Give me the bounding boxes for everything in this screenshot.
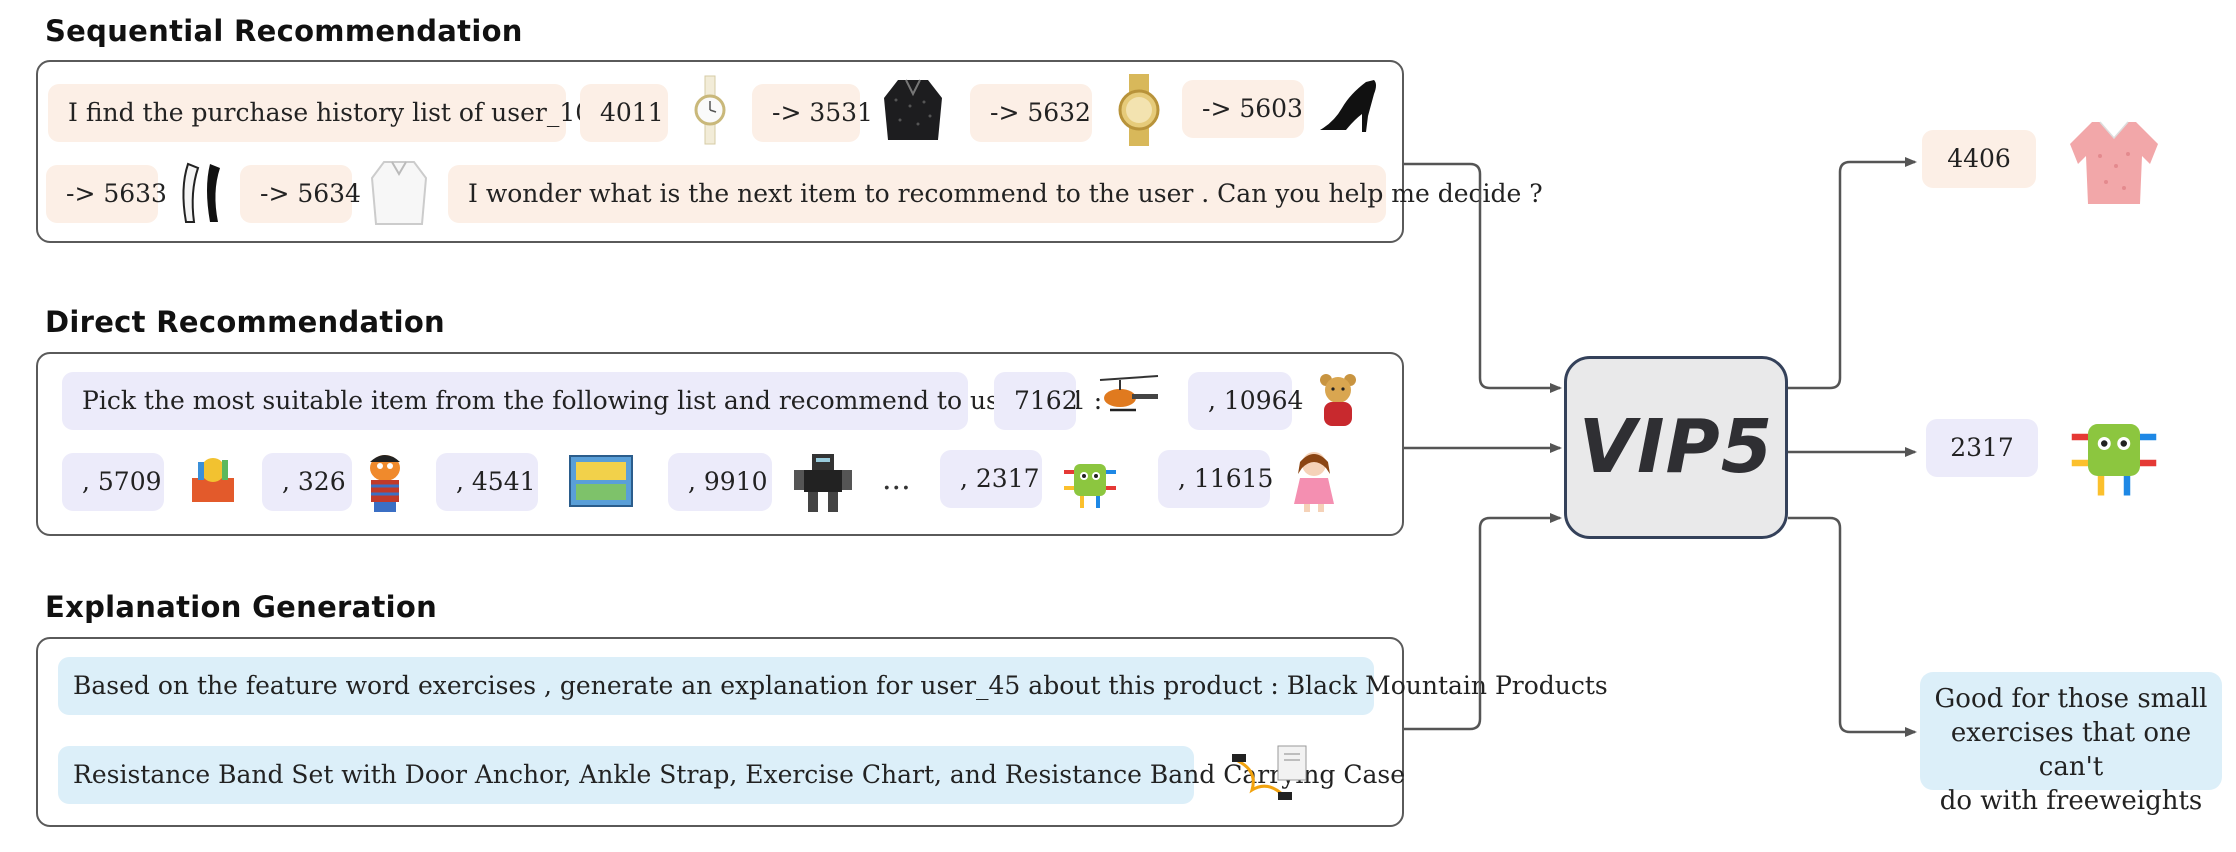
history-item-2: -> 3531 (752, 84, 873, 142)
direct-section-title: Direct Recommendation (45, 305, 445, 339)
candidate-ellipsis: ... (882, 462, 911, 497)
toy-playset-icon (192, 458, 234, 502)
robot-icon (794, 454, 852, 512)
arrow-model-to-explanation-output (1788, 516, 1917, 737)
candidate-item-3: , 5709 (62, 453, 164, 511)
sequential-output: 4406 (1922, 130, 2036, 188)
history-item-4: -> 5603 (1182, 80, 1304, 138)
scarf-icon (182, 162, 220, 223)
sequential-question: I wonder what is the next item to recomm… (448, 165, 1543, 223)
candidate-item-8: , 11615 (1158, 450, 1273, 508)
white-shirt-icon (370, 161, 428, 225)
explanation-output-line-2: exercises that one can't (1950, 718, 2192, 782)
arrow-sequential-to-model (1404, 162, 1562, 393)
arrow-model-to-sequential-output (1788, 157, 1917, 390)
candidate-item-2: , 10964 (1188, 372, 1303, 430)
black-blouse-icon (884, 79, 942, 140)
green-plush-toy-icon (2071, 424, 2157, 496)
candidate-item-6: , 9910 (668, 453, 772, 511)
direct-prompt: Pick the most suitable item from the fol… (62, 372, 1102, 430)
explanation-prompt-line-2: Resistance Band Set with Door Anchor, An… (58, 746, 1405, 804)
explanation-output: Good for those small exercises that one … (1920, 672, 2222, 816)
toy-box-icon (569, 455, 633, 507)
rag-doll-icon (1294, 452, 1334, 512)
candidate-item-1: 7162 (994, 372, 1078, 430)
explanation-section-title: Explanation Generation (45, 590, 438, 624)
candidate-item-7: , 2317 (940, 450, 1042, 508)
history-item-6: -> 5634 (240, 165, 361, 223)
teddy-bear-icon (1320, 374, 1356, 426)
pink-blouse-icon (2070, 121, 2158, 204)
gold-watch-icon (1118, 74, 1160, 146)
explanation-prompt-line-1: Based on the feature word exercises , ge… (58, 657, 1608, 715)
ernie-doll-icon (370, 455, 400, 512)
explanation-output-line-1: Good for those small (1934, 684, 2208, 714)
history-item-3: -> 5632 (970, 84, 1092, 142)
explanation-output-line-3: do with freeweights (1939, 786, 2203, 816)
black-heel-icon (1320, 80, 1376, 132)
arrow-explanation-to-model (1404, 513, 1562, 731)
watch-icon (694, 75, 726, 145)
candidate-item-4: , 326 (262, 453, 352, 511)
history-item-1: 4011 (580, 84, 668, 142)
helicopter-icon (1099, 375, 1159, 412)
history-item-5: -> 5633 (46, 165, 167, 223)
vip5-model-node: VIP5 (1564, 356, 1788, 539)
vip5-model-label: VIP5 (1578, 404, 1774, 490)
green-plush-toy-icon (1064, 464, 1116, 508)
sequential-section-title: Sequential Recommendation (45, 14, 523, 48)
resistance-band-icon (1232, 745, 1307, 800)
sequential-prompt: I find the purchase history list of user… (48, 84, 639, 142)
candidate-item-5: , 4541 (436, 453, 538, 511)
direct-output: 2317 (1926, 419, 2038, 477)
